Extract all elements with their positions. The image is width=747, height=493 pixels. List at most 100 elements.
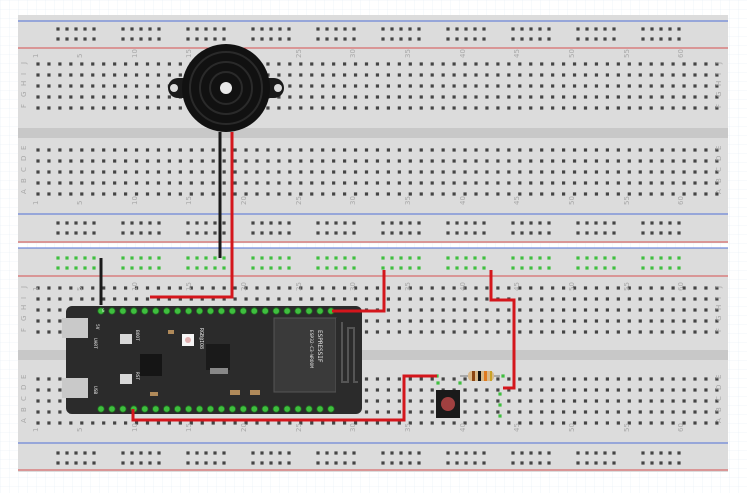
connected-rail-hole [641,266,645,270]
terminal-hole [540,297,544,301]
rail-hole [56,231,60,235]
terminal-hole [671,421,675,425]
terminal-hole [266,297,270,301]
terminal-hole [91,73,95,77]
terminal-hole [562,297,566,301]
column-number: 40 [459,423,467,432]
terminal-hole [80,84,84,88]
terminal-hole [452,286,456,290]
connected-rail-hole [130,266,134,270]
rail-hole [641,461,645,465]
terminal-hole [627,181,631,185]
row-letter: I [20,297,28,299]
header-pin [228,405,236,413]
terminal-hole [200,148,204,152]
terminal-hole [518,84,522,88]
terminal-hole [616,297,620,301]
terminal-hole [627,319,631,323]
rail-hole [74,451,78,455]
terminal-hole [616,95,620,99]
terminal-hole [649,159,653,163]
rail-hole [603,231,607,235]
rail-hole [352,461,356,465]
terminal-hole [605,181,609,185]
rail-hole [464,451,468,455]
terminal-hole [463,95,467,99]
terminal-hole [682,159,686,163]
terminal-hole [529,421,533,425]
terminal-hole [386,62,390,66]
terminal-hole [310,286,314,290]
header-pin [316,405,324,413]
terminal-hole [332,106,336,110]
terminal-hole [485,170,489,174]
terminal-hole [364,95,369,99]
terminal-hole [671,319,675,323]
terminal-hole [529,308,533,312]
connected-rail-hole [482,256,486,260]
terminal-hole [386,410,390,414]
terminal-hole [671,181,675,185]
terminal-hole [375,73,380,77]
terminal-hole [562,148,566,152]
terminal-hole [627,106,631,110]
header-pin [327,405,335,413]
rail-hole [650,461,654,465]
terminal-hole [397,421,401,425]
connected-rail-hole [529,256,533,260]
terminal-hole [419,106,423,110]
terminal-hole [145,181,150,185]
terminal-hole [660,148,664,152]
rail-hole [65,451,69,455]
terminal-hole [364,388,369,392]
terminal-hole [441,73,445,77]
rail-hole [343,27,347,31]
terminal-hole [518,421,522,425]
terminal-hole [266,192,270,196]
rail-hole [677,27,681,31]
terminal-hole [682,84,686,88]
row-letter: H [715,81,723,86]
terminal-hole [69,192,73,196]
terminal-hole [419,159,423,163]
terminal-hole [375,106,380,110]
rail-hole [659,231,663,235]
terminal-hole [715,308,719,312]
terminal-hole [660,170,664,174]
terminal-hole [463,159,467,163]
terminal-hole [463,73,467,77]
column-number: 35 [404,282,412,291]
terminal-hole [474,84,478,88]
terminal-hole [649,377,653,381]
connected-rail-hole [399,266,403,270]
header-pin [261,307,269,315]
terminal-hole [704,297,708,301]
terminal-hole [310,181,314,185]
connected-rail-hole [547,266,551,270]
header-pin [119,405,127,413]
terminal-hole [288,286,292,290]
column-number: 60 [677,423,685,432]
connected-rail-hole [464,256,468,260]
terminal-hole [605,159,609,163]
terminal-hole [156,297,161,301]
row-letter: A [20,189,28,194]
connected-rail-hole [186,266,190,270]
terminal-hole [47,73,51,77]
rail-hole [390,461,394,465]
row-letter: I [715,297,723,299]
rail-hole [56,221,60,225]
terminal-hole [145,84,150,88]
terminal-hole [496,95,500,99]
terminal-hole [572,410,577,414]
terminal-hole [682,73,686,77]
pin-to-rail-red-wire [332,270,386,313]
rail-hole [213,27,217,31]
terminal-hole [419,95,423,99]
terminal-hole [375,377,380,381]
terminal-hole [58,421,62,425]
terminal-hole [583,106,588,110]
terminal-hole [671,84,675,88]
column-number: 20 [240,423,248,432]
terminal-hole [386,106,390,110]
